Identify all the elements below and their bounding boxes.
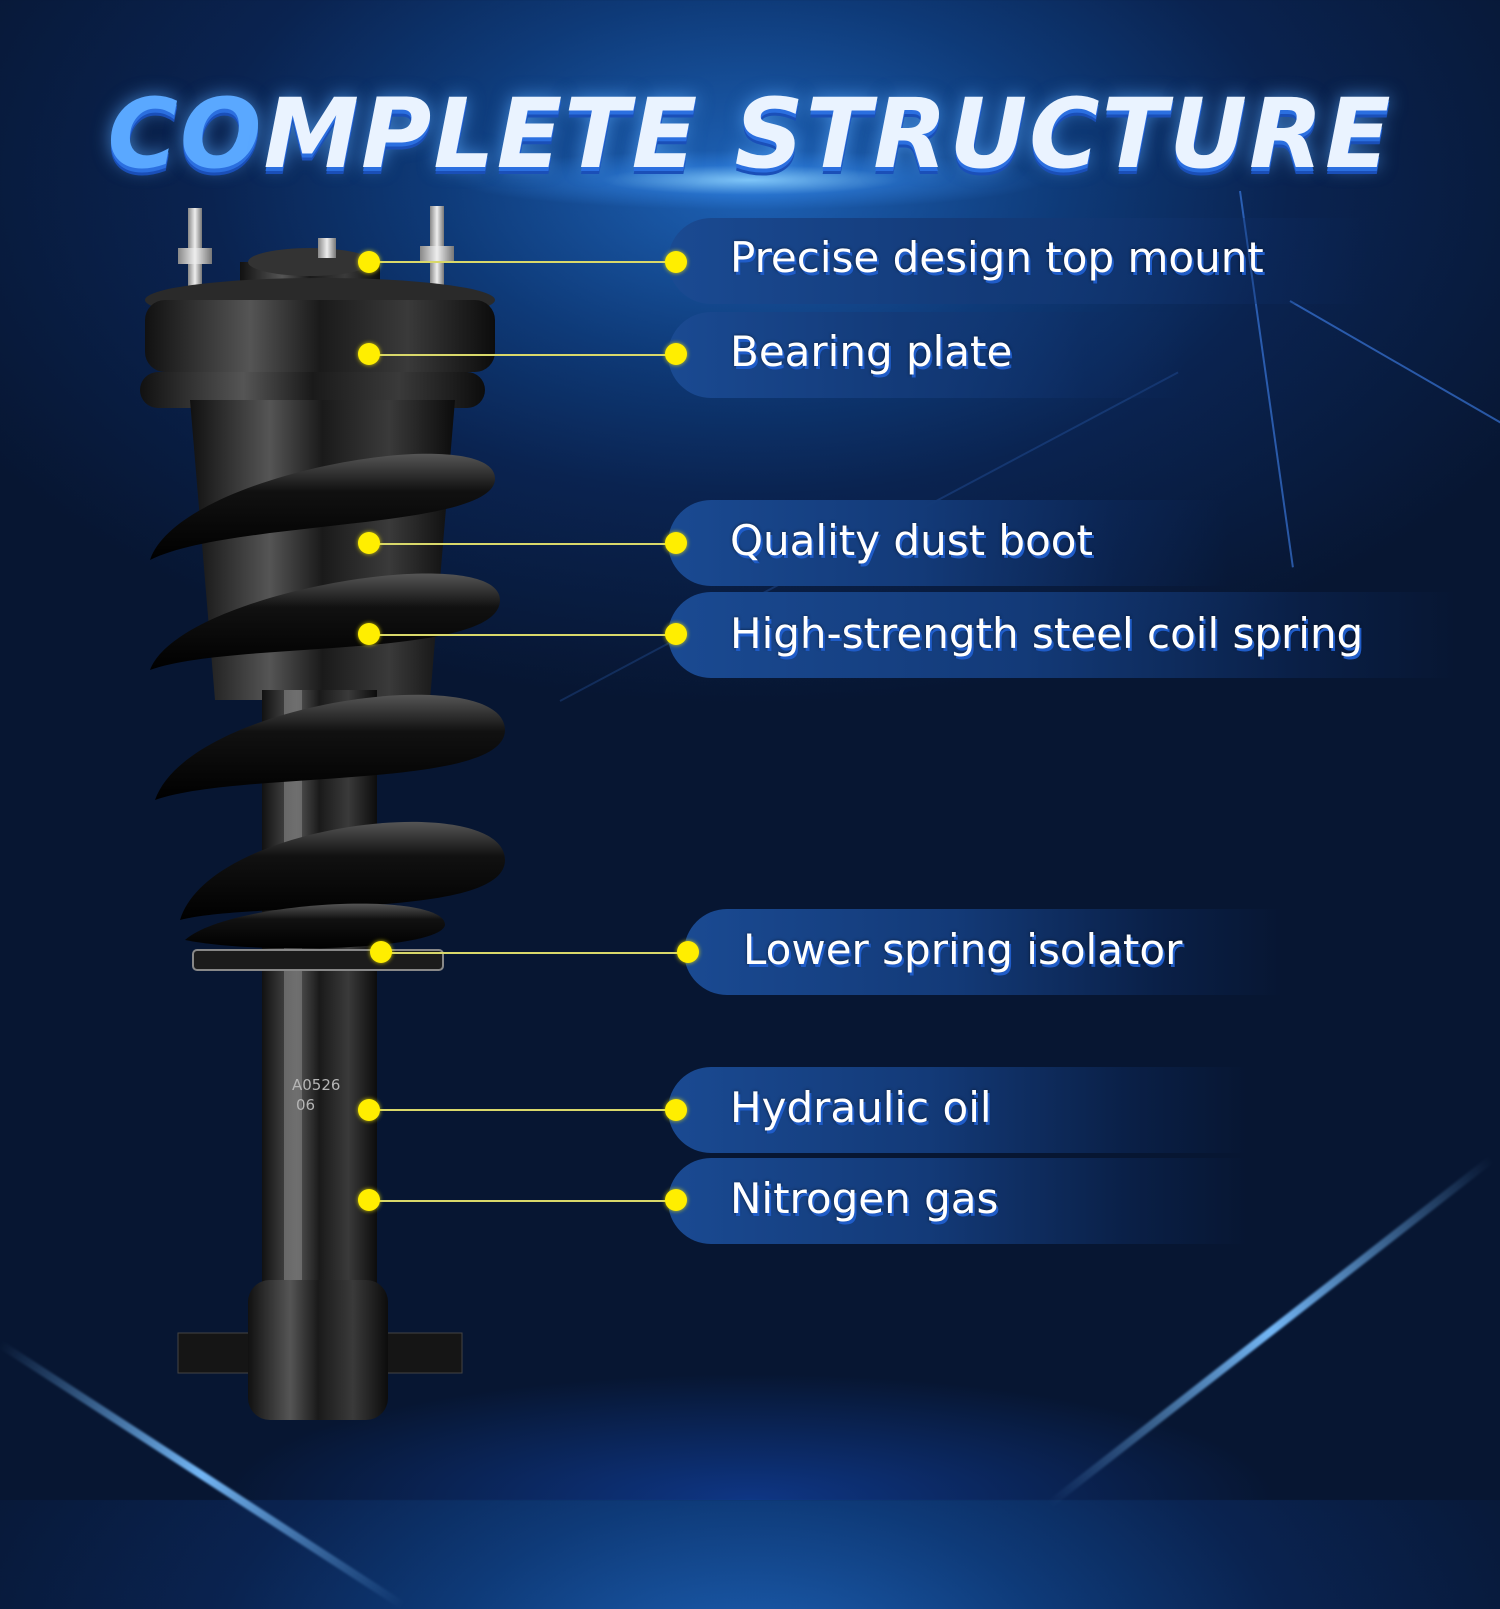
leader-line <box>370 543 676 545</box>
callout-label: Hydraulic oil <box>730 1083 992 1132</box>
marker-dot <box>665 343 687 365</box>
leader-line <box>370 1109 676 1111</box>
leader-line <box>382 952 688 954</box>
background-line <box>1290 300 1500 452</box>
leader-line <box>370 261 676 263</box>
callout-label: Quality dust boot <box>730 516 1093 565</box>
marker-dot <box>370 941 392 963</box>
leader-line <box>370 634 676 636</box>
marker-dot <box>665 1189 687 1211</box>
marker-dot <box>358 623 380 645</box>
marker-dot <box>358 251 380 273</box>
marker-dot <box>358 1189 380 1211</box>
marker-dot <box>665 251 687 273</box>
part-stamp-2: 06 <box>296 1096 315 1114</box>
marker-dot <box>677 941 699 963</box>
callout-label: Bearing plate <box>730 327 1012 376</box>
callout-label: Lower spring isolator <box>743 925 1182 974</box>
marker-dot <box>665 1099 687 1121</box>
strut-assembly-image: A0526 06 <box>0 0 520 1500</box>
part-stamp: A0526 <box>292 1076 340 1094</box>
marker-dot <box>358 343 380 365</box>
leader-line <box>370 1200 676 1202</box>
marker-dot <box>358 1099 380 1121</box>
lower-bushing <box>248 1280 388 1420</box>
callout-label: High-strength steel coil spring <box>730 609 1363 658</box>
leader-line <box>370 354 676 356</box>
callout-label: Nitrogen gas <box>730 1174 998 1223</box>
marker-dot <box>665 532 687 554</box>
marker-dot <box>358 532 380 554</box>
marker-dot <box>665 623 687 645</box>
callout-label: Precise design top mount <box>730 233 1264 282</box>
